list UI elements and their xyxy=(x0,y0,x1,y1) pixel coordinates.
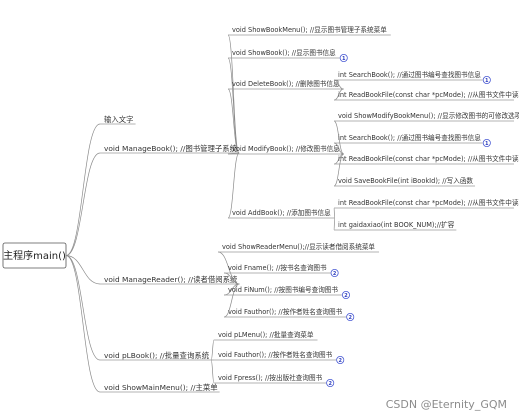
node-label: void ModifyBook(); //修改图书信息 xyxy=(232,144,340,153)
node-label: void AddBook(); //添加图书信息 xyxy=(232,208,331,217)
reference-badge: 2 xyxy=(341,290,350,299)
badge-circle xyxy=(341,290,350,299)
leaf-label: int gaidaxiao(int BOOK_NUM);//扩容 xyxy=(338,220,455,229)
connector-l2 xyxy=(227,152,240,219)
node-label: void DeleteBook(); //删除图书信息 xyxy=(232,79,340,88)
branch-label: 输入文字 xyxy=(104,115,134,124)
connector-root-showmainmenu xyxy=(65,255,101,393)
leaf-managebook-2-0: int SearchBook(); //通过图书编号查找图书信息 xyxy=(334,70,483,81)
badge-circle xyxy=(336,355,345,364)
branch-input: 输入文字 xyxy=(100,115,136,125)
badge-label: 2 xyxy=(348,315,352,321)
node-managebook-3: void ModifyBook(); //修改图书信息 xyxy=(228,144,344,155)
branch-label: void ManageBook(); //图书管理子系统 xyxy=(104,144,238,153)
reference-badge: 2 xyxy=(346,312,355,321)
leaf-label: void ShowModifyBookMenu(); //显示修改图书的可修改选… xyxy=(338,111,519,120)
connector-l2 xyxy=(227,88,240,154)
connector-l2 xyxy=(217,251,240,285)
leaf-managebook-4-1: int gaidaxiao(int BOOK_NUM);//扩容 xyxy=(334,220,457,231)
reference-badge: 2 xyxy=(326,378,335,387)
node-label: void Fname(); //按书名查询图书 xyxy=(228,263,327,272)
node-managereader-2: void FiNum(); //按图书编号查询图书 xyxy=(224,285,342,296)
badge-circle xyxy=(326,378,335,387)
badge-label: 2 xyxy=(333,271,337,277)
connector-l2 xyxy=(210,359,215,384)
branch-managereader: void ManageReader(); //读者借阅系统 xyxy=(100,275,240,285)
node-plbook-2: void Fpress(); //按出版社查询图书 xyxy=(214,373,327,384)
badge-circle xyxy=(482,76,491,85)
root-node: 主程序main() xyxy=(2,242,67,269)
node-label: void Fpress(); //按出版社查询图书 xyxy=(218,373,323,382)
connector-l3 xyxy=(333,153,345,187)
leaf-label: int ReadBookFile(const char *pcMode); //… xyxy=(338,154,519,163)
reference-badge: 1 xyxy=(482,76,491,85)
branch-label: void ShowMainMenu(); //主菜单 xyxy=(104,383,218,392)
watermark: CSDN @Eternity_GQM xyxy=(385,398,507,411)
connector-l3 xyxy=(333,217,336,231)
node-managebook-2: void DeleteBook(); //删除图书信息 xyxy=(228,79,344,90)
root-label: 主程序main() xyxy=(3,249,66,262)
leaf-label: int ReadBookFile(const char *pcMode); //… xyxy=(338,198,519,207)
reference-badge: 2 xyxy=(330,268,339,277)
branch-label: void pLBook(); //批量查询系统 xyxy=(104,351,210,360)
leaf-label: int SearchBook(); //通过图书编号查找图书信息 xyxy=(338,70,481,79)
badge-circle xyxy=(339,54,348,63)
node-label: void ShowReaderMenu();//显示读者借阅系统菜单 xyxy=(222,242,375,251)
badge-label: 2 xyxy=(328,381,332,387)
connector-l2 xyxy=(227,57,240,154)
leaf-managebook-3-0: void ShowModifyBookMenu(); //显示修改图书的可修改选… xyxy=(334,111,519,122)
connector-l2 xyxy=(210,339,215,361)
badge-label: 2 xyxy=(338,358,342,364)
reference-badge: 1 xyxy=(339,54,348,63)
leaf-managebook-3-3: void SaveBookFile(int iBookId); //写入函数 xyxy=(334,176,476,187)
reference-badge: 2 xyxy=(336,355,345,364)
node-managereader-1: void Fname(); //按书名查询图书 xyxy=(224,263,331,274)
node-label: void ShowBookMenu(); //显示图书管理子系统菜单 xyxy=(232,25,387,34)
badge-label: 1 xyxy=(485,78,489,84)
node-label: void Fauthor(); //按作者姓名查询图书 xyxy=(228,307,343,316)
leaf-managebook-2-1: int ReadBookFile(const char *pcMode); //… xyxy=(334,90,519,101)
node-managebook-1: void ShowBook(); //显示图书信息 xyxy=(228,48,340,59)
node-managereader-3: void Fauthor(); //按作者姓名查询图书 xyxy=(224,307,347,318)
badge-circle xyxy=(330,268,339,277)
node-managebook-4: void AddBook(); //添加图书信息 xyxy=(228,208,335,219)
node-label: void pLMenu(); //批量查询菜单 xyxy=(218,330,314,339)
badge-circle xyxy=(482,138,491,147)
badge-label: 2 xyxy=(344,293,348,299)
branch-plbook: void pLBook(); //批量查询系统 xyxy=(100,351,212,361)
badge-circle xyxy=(346,312,355,321)
branch-managebook: void ManageBook(); //图书管理子系统 xyxy=(100,144,240,154)
leaf-managebook-4-0: int ReadBookFile(const char *pcMode); //… xyxy=(334,198,519,209)
leaf-managebook-3-1: int SearchBook(); //通过图书编号查找图书信息 xyxy=(334,133,483,144)
node-managebook-0: void ShowBookMenu(); //显示图书管理子系统菜单 xyxy=(228,25,391,36)
leaf-label: int SearchBook(); //通过图书编号查找图书信息 xyxy=(338,133,481,142)
leaf-label: void SaveBookFile(int iBookId); //写入函数 xyxy=(338,176,473,185)
connector-root-managereader xyxy=(65,255,101,285)
node-managereader-0: void ShowReaderMenu();//显示读者借阅系统菜单 xyxy=(218,242,380,253)
connector-l3 xyxy=(333,207,336,219)
node-label: void Fauthor(); //按作者姓名查询图书 xyxy=(218,350,333,359)
leaf-managebook-3-2: int ReadBookFile(const char *pcMode); //… xyxy=(334,154,519,165)
reference-badge: 1 xyxy=(482,138,491,147)
node-plbook-1: void Fauthor(); //按作者姓名查询图书 xyxy=(214,350,337,361)
connector-root-managebook xyxy=(65,152,101,256)
badge-label: 1 xyxy=(342,56,346,62)
node-label: void ShowBook(); //显示图书信息 xyxy=(232,48,336,57)
node-plbook-0: void pLMenu(); //批量查询菜单 xyxy=(214,330,318,341)
connector-l3 xyxy=(333,120,345,155)
connector-l2 xyxy=(223,283,240,318)
branch-showmainmenu: void ShowMainMenu(); //主菜单 xyxy=(100,383,220,393)
connector-root-input xyxy=(65,123,101,256)
leaf-label: int ReadBookFile(const char *pcMode); //… xyxy=(338,90,519,99)
connector-root-plbook xyxy=(65,255,101,361)
branch-label: void ManageReader(); //读者借阅系统 xyxy=(104,275,238,284)
node-label: void FiNum(); //按图书编号查询图书 xyxy=(228,285,338,294)
badge-label: 1 xyxy=(485,141,489,147)
